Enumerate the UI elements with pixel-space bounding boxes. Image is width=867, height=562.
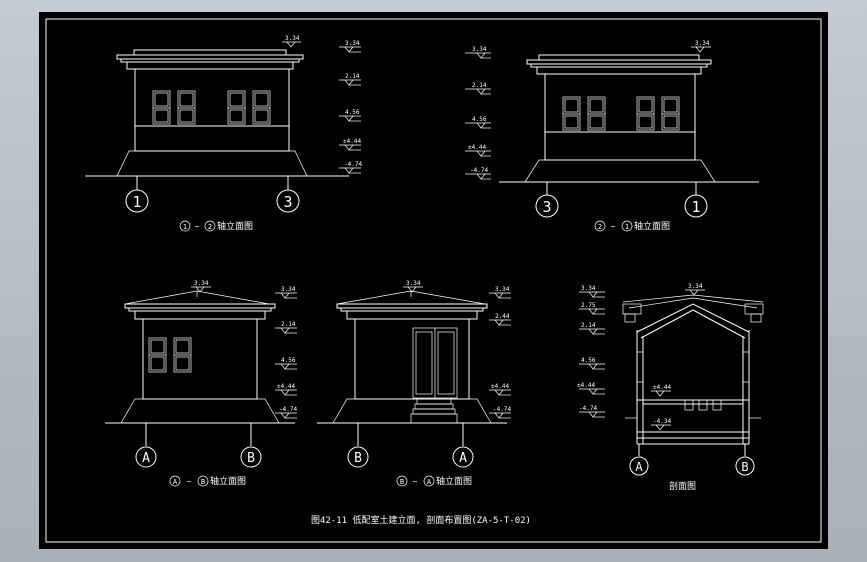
caption-axis: 2 <box>208 223 212 231</box>
elevation-label: 4.56 <box>472 116 487 123</box>
axis-label: B <box>741 460 748 474</box>
elevation-view-1: 1 3 3.34 3.34 2.14 4.56 ±4.44 -4.74 <box>85 35 362 232</box>
elevation-label: 3.34 <box>695 40 710 47</box>
axis-label: 1 <box>132 193 141 211</box>
section-view: A B 3.34 3.34 2.75 2.14 4. <box>577 283 764 492</box>
axis-label: B <box>354 451 362 466</box>
axis-label: 3 <box>542 198 551 216</box>
caption-tilde: ~ <box>611 222 616 231</box>
caption-tilde: ~ <box>413 477 418 486</box>
elevation-label: -4.34 <box>653 418 671 425</box>
drawing-sheet: 1 3 3.34 3.34 2.14 4.56 ±4.44 -4.74 <box>39 12 828 549</box>
axis-label: A <box>459 451 467 466</box>
elevation-view-4: B A 3.34 3.34 2.44 ±4.44 -4.74 B ~ A 轴 <box>317 280 511 487</box>
view-caption: 剖面图 <box>669 480 696 492</box>
elevation-label: ±4.44 <box>343 138 361 145</box>
elevation-label: 3.34 <box>345 40 360 47</box>
caption-axis: A <box>173 478 178 486</box>
elevation-label: 3.34 <box>406 280 421 287</box>
elevation-label: 4.56 <box>345 109 360 116</box>
elevation-label: -4.74 <box>579 405 597 412</box>
axis-label: 1 <box>691 198 700 216</box>
view-caption: 轴立面图 <box>210 475 246 487</box>
elevation-label: 3.34 <box>472 46 487 53</box>
view-caption: 轴立面图 <box>217 220 253 232</box>
elevation-label: 4.56 <box>581 357 596 364</box>
elevation-label: -4.74 <box>279 406 297 413</box>
elevation-label: ±4.44 <box>491 383 509 390</box>
elevation-label: ±4.44 <box>277 383 295 390</box>
caption-axis: 1 <box>183 223 187 231</box>
elevation-view-2: 3 1 3.34 3.34 2.14 4.56 ±4.44 -4.74 2 <box>465 40 759 232</box>
elevation-label: 2.44 <box>495 313 510 320</box>
caption-tilde: ~ <box>187 477 192 486</box>
elevation-label: -4.74 <box>470 167 488 174</box>
elevation-label: 3.34 <box>285 35 300 42</box>
axis-label: A <box>142 451 150 466</box>
elevation-label: -4.74 <box>344 161 362 168</box>
elevation-label: 2.14 <box>472 82 487 89</box>
elevation-label: 3.34 <box>495 286 510 293</box>
elevation-label: 2.14 <box>345 73 360 80</box>
elevation-label: 2.14 <box>581 322 596 329</box>
elevation-label: 3.34 <box>281 286 296 293</box>
elevation-label: 3.34 <box>581 285 596 292</box>
view-caption: 轴立面图 <box>634 220 670 232</box>
elevation-label: -4.74 <box>493 406 511 413</box>
axis-label: A <box>635 460 643 474</box>
caption-axis: 2 <box>598 223 602 231</box>
elevation-label: 2.75 <box>581 302 596 309</box>
elevation-label: 4.56 <box>281 357 296 364</box>
caption-axis: B <box>400 478 404 486</box>
elevation-view-3: A B 3.34 3.34 2.14 4.56 ±4.44 -4.74 A <box>105 280 297 487</box>
caption-tilde: ~ <box>195 222 200 231</box>
drawing-canvas: 1 3 3.34 3.34 2.14 4.56 ±4.44 -4.74 <box>45 18 822 543</box>
elevation-label: 3.34 <box>194 280 209 287</box>
caption-axis: 1 <box>625 223 629 231</box>
axis-label: B <box>247 451 255 466</box>
elevation-label: 2.14 <box>281 321 296 328</box>
elevation-label: 3.34 <box>688 283 703 290</box>
elevation-label: ±4.44 <box>653 384 671 391</box>
axis-label: 3 <box>283 193 292 211</box>
caption-axis: B <box>201 478 205 486</box>
sheet-border <box>45 18 822 543</box>
drawing-title: 图42-11 低配室土建立面, 剖面布置图(ZA-5-T-02) <box>311 514 531 526</box>
elevation-label: ±4.44 <box>577 382 595 389</box>
elevation-label: ±4.44 <box>468 144 486 151</box>
view-caption: 轴立面图 <box>436 475 472 487</box>
caption-axis: A <box>427 478 432 486</box>
